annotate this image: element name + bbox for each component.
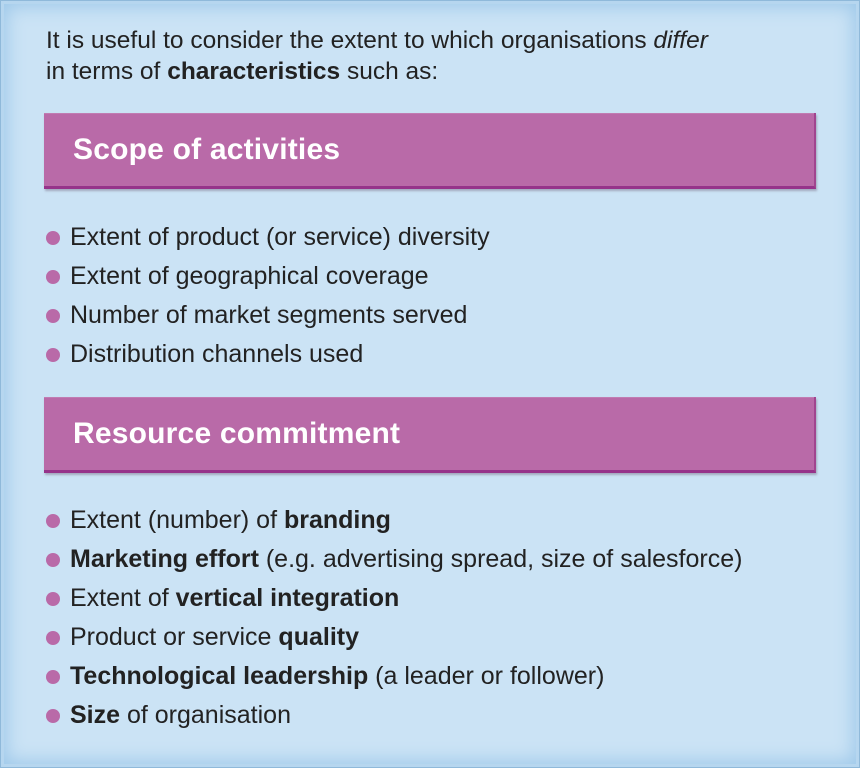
intro-part-1: It is useful to consider the extent to w… bbox=[46, 27, 654, 54]
list-item: Extent of product (or service) diversity bbox=[46, 221, 490, 260]
intro-part-2: in terms of bbox=[46, 58, 168, 85]
section-header-scope: Scope of activities bbox=[44, 113, 816, 189]
bullet-icon bbox=[46, 270, 60, 284]
bullet-icon bbox=[46, 348, 60, 362]
list-item: Size of organisation bbox=[46, 699, 742, 738]
section-title-scope: Scope of activities bbox=[73, 133, 341, 166]
bullet-icon bbox=[46, 514, 60, 528]
bullet-icon bbox=[46, 670, 60, 684]
bullet-icon bbox=[46, 592, 60, 606]
intro-part-3: such as: bbox=[340, 58, 439, 85]
section-title-resource: Resource commitment bbox=[73, 417, 401, 450]
list-item: Marketing effort (e.g. advertising sprea… bbox=[46, 543, 742, 582]
scope-list: Extent of product (or service) diversity… bbox=[46, 221, 490, 377]
list-item: Product or service quality bbox=[46, 621, 742, 660]
bullet-icon bbox=[46, 631, 60, 645]
bullet-icon bbox=[46, 553, 60, 567]
resource-list: Extent (number) of branding Marketing ef… bbox=[46, 504, 742, 738]
section-header-resource: Resource commitment bbox=[44, 397, 816, 473]
bullet-icon bbox=[46, 309, 60, 323]
list-item: Extent (number) of branding bbox=[46, 504, 742, 543]
list-item: Number of market segments served bbox=[46, 299, 490, 338]
intro-emphasis-differ: differ bbox=[653, 27, 708, 54]
bullet-icon bbox=[46, 709, 60, 723]
list-item: Distribution channels used bbox=[46, 338, 490, 377]
intro-text: It is useful to consider the extent to w… bbox=[46, 25, 836, 87]
intro-emphasis-characteristics: characteristics bbox=[167, 58, 341, 85]
list-item: Technological leadership (a leader or fo… bbox=[46, 660, 742, 699]
bullet-icon bbox=[46, 231, 60, 245]
list-item: Extent of vertical integration bbox=[46, 582, 742, 621]
list-item: Extent of geographical coverage bbox=[46, 260, 490, 299]
